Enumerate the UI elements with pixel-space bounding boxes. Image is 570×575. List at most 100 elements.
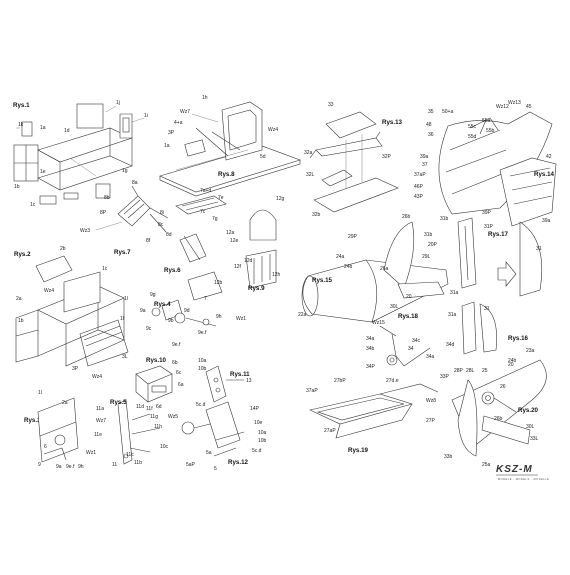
figure-rys-4: 9g 9a 9b 9d 9c 9e.f 9e.f 9h Wz1 Rys.4 (140, 292, 246, 348)
svg-text:12g: 12g (276, 196, 285, 202)
svg-text:26b: 26b (494, 416, 503, 422)
svg-text:33P: 33P (440, 374, 450, 380)
svg-text:27aP: 27aP (324, 428, 336, 434)
svg-text:Wz13: Wz13 (508, 100, 521, 106)
svg-text:31: 31 (536, 246, 542, 252)
svg-text:2a: 2a (62, 400, 68, 406)
figure-title: Rys.5 (110, 399, 127, 406)
svg-text:24a: 24a (336, 254, 345, 260)
svg-text:2b: 2b (60, 246, 66, 252)
svg-text:Wz15: Wz15 (372, 320, 385, 326)
svg-text:5: 5 (214, 466, 217, 472)
svg-text:9b: 9b (168, 318, 174, 324)
svg-text:1b: 1b (14, 184, 20, 190)
svg-text:55c: 55c (468, 124, 477, 130)
figure-rys-12: 5c.d 14P 10e 10a 10b 5c.d 5a 5aP 5 Rys.1… (181, 401, 267, 472)
figure-rys-16: 31a 31 23a 24b Rys.16 (448, 301, 535, 364)
svg-text:1g: 1g (122, 168, 128, 174)
svg-text:5a: 5a (206, 450, 212, 456)
svg-text:12f: 12f (234, 264, 242, 270)
svg-text:10a: 10a (198, 358, 207, 364)
svg-text:42: 42 (546, 154, 552, 160)
svg-text:1a: 1a (164, 143, 170, 149)
svg-text:33b: 33b (444, 454, 453, 460)
svg-text:1d: 1d (64, 128, 70, 134)
svg-text:11d: 11d (136, 404, 144, 410)
svg-text:Wz7: Wz7 (96, 418, 106, 424)
figure-title: Rys.14 (534, 171, 555, 178)
svg-text:34b: 34b (366, 346, 375, 352)
figure-rys-1: Rys.1 1j 1k 1i 1a 1d 1b 1e 1g 1c (13, 100, 148, 208)
figure-title: Rys.3 (24, 417, 41, 424)
svg-text:24b: 24b (508, 358, 517, 364)
svg-text:12e: 12e (230, 238, 239, 244)
figure-rys-14: 35 50+a Wz12 Wz13 45 48 36 55c 55d 55a 5… (414, 100, 557, 227)
svg-text:31a: 31a (450, 290, 459, 296)
svg-text:11b: 11b (134, 460, 142, 466)
svg-text:8i: 8i (160, 210, 164, 216)
svg-text:4+a: 4+a (174, 120, 183, 126)
svg-text:Wz4: Wz4 (44, 288, 54, 294)
svg-text:Wz1: Wz1 (236, 316, 246, 322)
svg-text:5aP: 5aP (186, 462, 196, 468)
brand-tagline: MODELE - MODELS - MODELLE (498, 477, 549, 481)
figure-rys-11: 10a 10b Rys.11 13 (198, 358, 252, 403)
svg-text:6d: 6d (156, 404, 162, 410)
figure-rys-17: 31b 31P 31 31a Rys.17 (440, 216, 543, 297)
svg-text:31: 31 (484, 306, 490, 312)
svg-text:1c: 1c (102, 266, 108, 272)
svg-text:1c: 1c (30, 202, 36, 208)
svg-text:2a: 2a (16, 296, 22, 302)
svg-text:7e: 7e (218, 195, 224, 201)
svg-text:26: 26 (500, 384, 506, 390)
svg-text:11h: 11h (154, 424, 162, 430)
svg-text:14P: 14P (250, 406, 260, 412)
svg-text:3L: 3L (122, 354, 128, 360)
svg-text:34d: 34d (446, 342, 455, 348)
svg-text:11: 11 (112, 462, 117, 468)
svg-text:9: 9 (38, 462, 41, 468)
figure-title: Rys.17 (488, 231, 509, 238)
figure-rys-19: 27bP 27d.e 37aP Wz8 27P 27aP Rys.19 (306, 378, 439, 454)
svg-text:9h: 9h (216, 314, 222, 320)
svg-text:9d: 9d (184, 308, 190, 314)
svg-text:34c: 34c (412, 338, 421, 344)
svg-text:7a+d: 7a+d (200, 188, 211, 194)
svg-text:32P: 32P (382, 154, 392, 160)
svg-text:20: 20 (508, 362, 514, 368)
figure-rys-13: 33 Rys.13 32a 32L 32b 32P (304, 102, 403, 218)
svg-text:26b: 26b (402, 214, 411, 220)
svg-text:1a: 1a (40, 125, 46, 131)
svg-text:8f: 8f (146, 238, 151, 244)
svg-text:8P: 8P (100, 210, 107, 216)
svg-text:20P: 20P (428, 242, 438, 248)
svg-text:12a: 12a (226, 230, 235, 236)
svg-text:35: 35 (428, 109, 434, 115)
svg-text:1i: 1i (144, 113, 148, 119)
svg-text:8a: 8a (132, 180, 138, 186)
figure-rys-10: Rys.10 6b 6c 6a 6d (135, 357, 184, 410)
svg-text:6c: 6c (176, 370, 182, 376)
svg-text:6b: 6b (172, 360, 178, 366)
svg-text:55d: 55d (468, 134, 477, 140)
svg-text:37aP: 37aP (414, 172, 426, 178)
svg-text:31b: 31b (424, 232, 433, 238)
figure-title: Rys.10 (146, 357, 167, 364)
figure-title: Rys.11 (230, 371, 250, 378)
svg-text:7c: 7c (200, 209, 206, 215)
svg-text:1k: 1k (18, 122, 24, 128)
svg-text:27bP: 27bP (334, 378, 346, 384)
figure-rys-15: 26b 29P 31b 20P 24a 29L 24b 20 22a 26a R… (298, 214, 449, 323)
svg-text:5c.d: 5c.d (252, 448, 262, 454)
svg-text:34a: 34a (426, 354, 435, 360)
svg-text:37: 37 (422, 162, 428, 168)
svg-text:12b: 12b (214, 280, 223, 286)
svg-text:20: 20 (406, 294, 412, 300)
svg-text:1l: 1l (38, 390, 42, 396)
svg-text:23a: 23a (526, 348, 535, 354)
svg-text:Wz12: Wz12 (496, 104, 509, 110)
svg-text:1j: 1j (116, 100, 120, 106)
svg-text:10e: 10e (254, 420, 263, 426)
